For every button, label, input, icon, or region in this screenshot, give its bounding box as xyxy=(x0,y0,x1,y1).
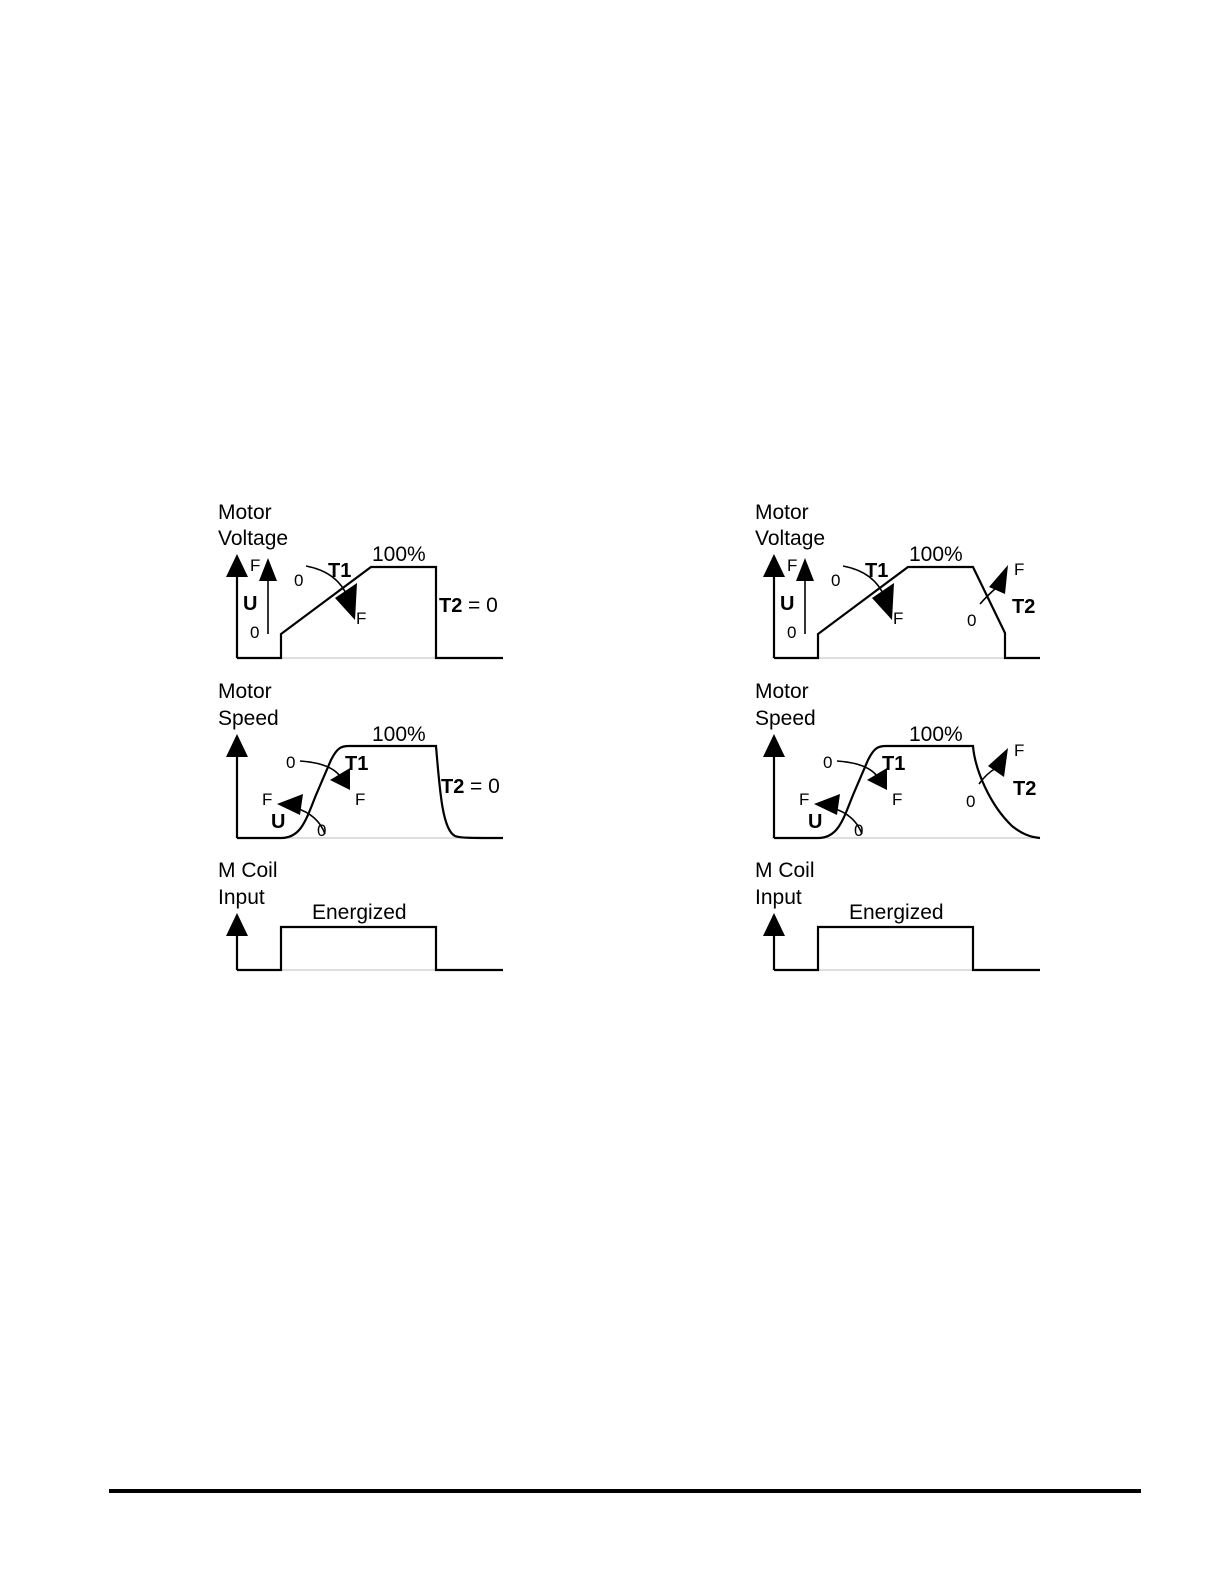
left-voltage-t1-label: T1 xyxy=(328,560,351,582)
right-speed-panel: Motor Speed F U 0 0 T1 F 100% F 0 T2 xyxy=(755,680,1040,840)
right-voltage-zero-u: 0 xyxy=(787,623,796,642)
left-voltage-f-t1: F xyxy=(356,609,366,628)
left-voltage-label-line1: Motor xyxy=(218,501,272,524)
right-speed-u-label: U xyxy=(808,811,822,833)
right-speed-t2-arrow-icon xyxy=(988,748,1008,777)
right-speed-label-line1: Motor xyxy=(755,680,809,703)
left-voltage-panel: Motor Voltage F U 0 0 T1 F 100% T2 = 0 xyxy=(218,501,503,658)
left-coil-label-line1: M Coil xyxy=(218,859,278,882)
left-speed-f-u: F xyxy=(262,790,272,809)
right-speed-f-t1: F xyxy=(892,790,902,809)
left-speed-axis-arrow-icon xyxy=(226,734,248,757)
left-speed-100pct: 100% xyxy=(372,723,426,746)
right-voltage-f-t1: F xyxy=(893,609,903,628)
right-speed-f-t2: F xyxy=(1014,741,1024,760)
left-voltage-label-line2: Voltage xyxy=(218,527,288,550)
right-voltage-panel: Motor Voltage F U 0 0 T1 F 100% F 0 T2 xyxy=(755,501,1040,658)
right-coil-label-line1: M Coil xyxy=(755,859,815,882)
right-speed-t1-arrow xyxy=(837,761,877,776)
right-speed-axis-arrow-icon xyxy=(763,734,785,757)
right-voltage-t2-arrow-icon xyxy=(989,565,1008,594)
right-speed-100pct: 100% xyxy=(909,723,963,746)
right-voltage-100pct: 100% xyxy=(909,543,963,566)
left-coil-axis-arrow-icon xyxy=(226,913,248,936)
right-voltage-u-arrow-icon xyxy=(796,558,814,581)
right-voltage-label-line2: Voltage xyxy=(755,527,825,550)
left-speed-t1-arrow xyxy=(300,761,340,776)
footer-rule xyxy=(109,1489,1141,1493)
right-speed-zero-u: 0 xyxy=(854,821,863,840)
left-speed-f-t1: F xyxy=(355,790,365,809)
right-speed-label-line2: Speed xyxy=(755,707,816,730)
left-timing-diagram: Motor Voltage F U 0 0 T1 F 100% T2 = 0 M… xyxy=(218,501,503,970)
right-coil-axis-arrow-icon xyxy=(763,913,785,936)
right-speed-zero-t2: 0 xyxy=(966,792,975,811)
left-coil-label-line2: Input xyxy=(218,886,265,909)
right-coil-label-line2: Input xyxy=(755,886,802,909)
left-voltage-axis-arrow-icon xyxy=(226,554,248,577)
right-voltage-f-t2: F xyxy=(1014,560,1024,579)
right-voltage-label-line1: Motor xyxy=(755,501,809,524)
right-voltage-zero-t2: 0 xyxy=(967,611,976,630)
left-speed-label-line2: Speed xyxy=(218,707,279,730)
left-coil-panel: M Coil Input Energized xyxy=(218,859,503,970)
left-speed-u-label: U xyxy=(271,811,285,833)
left-voltage-zero-t1: 0 xyxy=(294,571,303,590)
right-timing-diagram: Motor Voltage F U 0 0 T1 F 100% F 0 T2 xyxy=(755,501,1040,970)
right-voltage-t1-label: T1 xyxy=(865,560,888,582)
right-speed-t1-label: T1 xyxy=(882,753,905,775)
left-speed-t2-label: T2 xyxy=(441,776,464,798)
right-voltage-axis-arrow-icon xyxy=(763,554,785,577)
right-voltage-t2-label: T2 xyxy=(1012,596,1035,618)
right-voltage-t2-arrow xyxy=(980,588,996,604)
right-speed-t2-arrow xyxy=(979,768,996,784)
left-voltage-zero-u: 0 xyxy=(250,623,259,642)
left-speed-t1-label: T1 xyxy=(345,753,368,775)
left-speed-panel: Motor Speed F U 0 0 T1 F 100% T2 = 0 xyxy=(218,680,503,840)
left-voltage-100pct: 100% xyxy=(372,543,426,566)
right-voltage-f-label: F xyxy=(787,556,797,575)
left-voltage-t2-label: T2 xyxy=(439,595,462,617)
right-coil-panel: M Coil Input Energized xyxy=(755,859,1040,970)
right-coil-waveform xyxy=(774,927,1040,970)
left-coil-state: Energized xyxy=(312,901,407,924)
left-speed-t2-value: = 0 xyxy=(470,775,500,798)
left-voltage-waveform xyxy=(237,567,503,658)
left-voltage-u-arrow-icon xyxy=(259,558,277,581)
right-speed-t2-label: T2 xyxy=(1013,778,1036,800)
left-voltage-f-label: F xyxy=(250,556,260,575)
right-speed-f-u: F xyxy=(799,790,809,809)
left-voltage-t1-arrow-icon xyxy=(335,583,357,620)
right-speed-zero-t1: 0 xyxy=(823,753,832,772)
right-coil-state: Energized xyxy=(849,901,944,924)
left-voltage-u-label: U xyxy=(243,593,257,615)
right-voltage-u-label: U xyxy=(780,593,794,615)
right-voltage-zero-t1: 0 xyxy=(831,571,840,590)
left-speed-zero-t1: 0 xyxy=(286,753,295,772)
right-voltage-t1-arrow-icon xyxy=(872,583,894,620)
left-coil-waveform xyxy=(237,927,503,970)
left-voltage-t2-value: = 0 xyxy=(468,594,498,617)
left-speed-label-line1: Motor xyxy=(218,680,272,703)
left-speed-zero-u: 0 xyxy=(317,821,326,840)
